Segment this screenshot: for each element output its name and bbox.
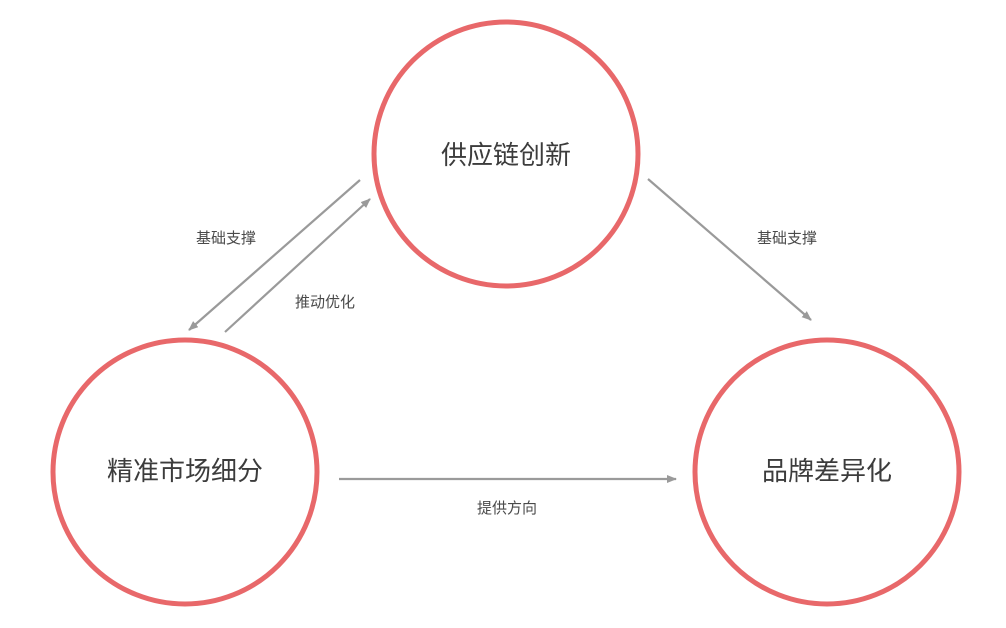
edge-label-supply-to-market: 基础支撑 [196, 229, 256, 247]
node-circle-supply-chain [371, 19, 641, 289]
edge-label-supply-to-brand: 基础支撑 [757, 229, 817, 247]
node-supply-chain: 供应链创新 [371, 19, 641, 289]
edge-market-to-supply: 推动优化 [224, 198, 371, 333]
edge-supply-to-brand: 基础支撑 [647, 178, 817, 321]
node-circle-market-segmentation [50, 337, 320, 607]
edge-label-market-to-supply: 推动优化 [295, 293, 355, 311]
node-label-supply-chain: 供应链创新 [441, 141, 571, 171]
arrow-market-to-supply [224, 198, 371, 333]
node-label-brand-differentiation: 品牌差异化 [762, 457, 892, 487]
edge-label-market-to-brand: 提供方向 [477, 499, 537, 517]
arrow-supply-to-brand [647, 178, 812, 321]
edge-supply-to-market: 基础支撑 [188, 179, 361, 331]
edge-market-to-brand: 提供方向 [339, 475, 677, 517]
arrow-supply-to-market [188, 179, 361, 331]
node-circle-brand-differentiation [692, 337, 962, 607]
node-market-segmentation: 精准市场细分 [50, 337, 320, 607]
node-brand-differentiation: 品牌差异化 [692, 337, 962, 607]
node-label-market-segmentation: 精准市场细分 [107, 457, 263, 487]
